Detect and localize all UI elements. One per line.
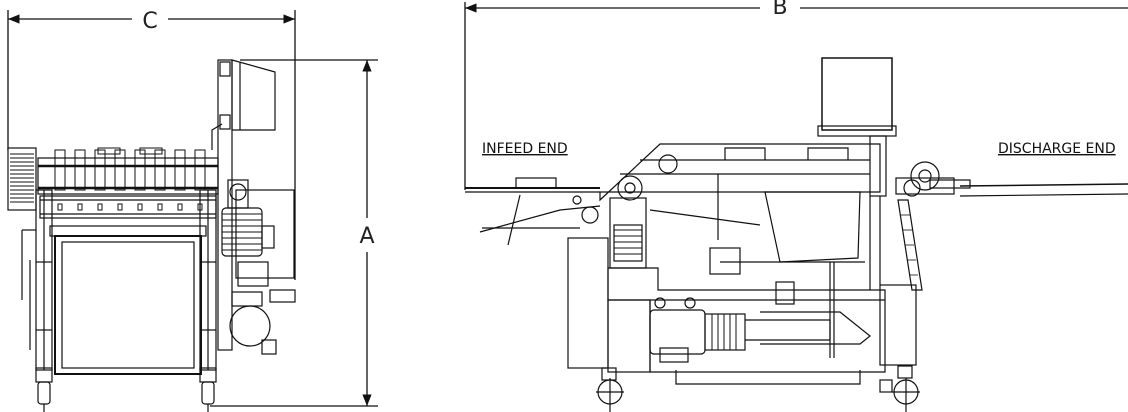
discharge-end-label: DISCHARGE END — [998, 141, 1116, 157]
louver-panel — [10, 153, 34, 203]
dimension-b-label: B — [772, 0, 787, 20]
end-view — [7, 59, 296, 412]
dimension-b — [464, 2, 1128, 190]
dimension-c — [7, 10, 296, 280]
side-view — [465, 57, 1128, 412]
infeed-end-label: INFEED END — [482, 141, 568, 157]
dimension-a-label: A — [359, 224, 374, 249]
dimension-c-label: C — [142, 9, 157, 34]
dimension-a — [210, 59, 378, 407]
